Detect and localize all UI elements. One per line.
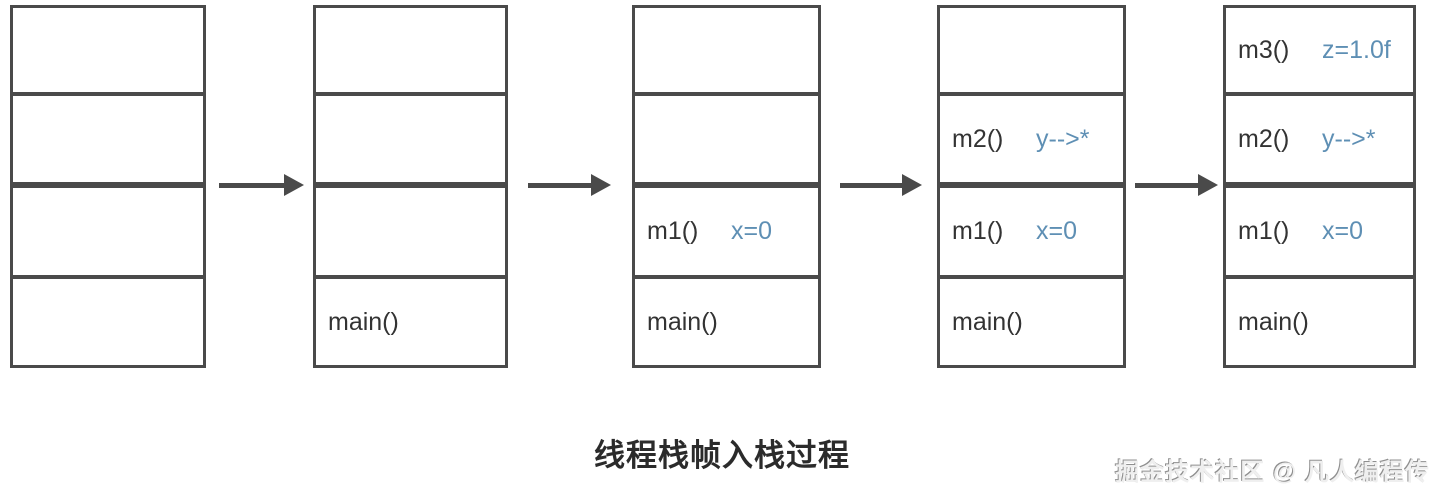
stack-cell: m1() x=0 (1223, 182, 1416, 278)
stack-cell: main() (313, 276, 508, 368)
stack-cell: main() (632, 276, 821, 368)
stack-cell: m3() z=1.0f (1223, 5, 1416, 95)
stack-cell: main() (937, 276, 1126, 368)
frame-variable: y-->* (1036, 124, 1090, 153)
frame-variable: x=0 (731, 217, 773, 245)
frame-variable: y-->* (1322, 124, 1376, 153)
stack-cell (937, 5, 1126, 95)
arrow-right-icon (1135, 174, 1218, 196)
stack-cell (10, 182, 206, 278)
frame-name: m1() (647, 217, 699, 245)
frame-variable: z=1.0f (1322, 35, 1391, 64)
arrow-right-icon (528, 174, 611, 196)
frame-name: main() (1238, 307, 1309, 336)
frame-name: m1() (952, 217, 1004, 245)
frame-name: m2() (952, 124, 1004, 153)
stack-cell: m2() y-->* (937, 93, 1126, 185)
stack-cell (10, 276, 206, 368)
frame-name: m3() (1238, 35, 1290, 64)
arrow-right-icon (219, 174, 304, 196)
stack-cell (10, 5, 206, 95)
stack-cell: main() (1223, 276, 1416, 368)
stack-cell: m2() y-->* (1223, 93, 1416, 185)
frame-name: m2() (1238, 124, 1290, 153)
stack-cell (632, 93, 821, 185)
stack-cell (313, 93, 508, 185)
stack-column-1 (10, 5, 206, 368)
stack-cell: m1() x=0 (937, 182, 1126, 278)
frame-variable: x=0 (1322, 217, 1364, 245)
stack-cell (10, 93, 206, 185)
stack-cell (632, 5, 821, 95)
stack-column-5: m3() z=1.0f m2() y-->* m1() x=0 main() (1223, 5, 1416, 368)
frame-variable: x=0 (1036, 217, 1078, 245)
frame-name: main() (952, 307, 1023, 336)
stack-cell: m1() x=0 (632, 182, 821, 278)
stack-column-4: m2() y-->* m1() x=0 main() (937, 5, 1126, 368)
frame-name: m1() (1238, 217, 1290, 245)
stack-cell (313, 5, 508, 95)
stack-column-3: m1() x=0 main() (632, 5, 821, 368)
arrow-right-icon (840, 174, 922, 196)
frame-name: main() (328, 307, 399, 336)
frame-name: main() (647, 307, 718, 336)
stack-column-2: main() (313, 5, 508, 368)
stack-cell (313, 182, 508, 278)
diagram-title: 线程栈帧入栈过程 (594, 438, 850, 473)
watermark: 掘金技术社区 @ 凡人编程传 (1115, 459, 1430, 486)
